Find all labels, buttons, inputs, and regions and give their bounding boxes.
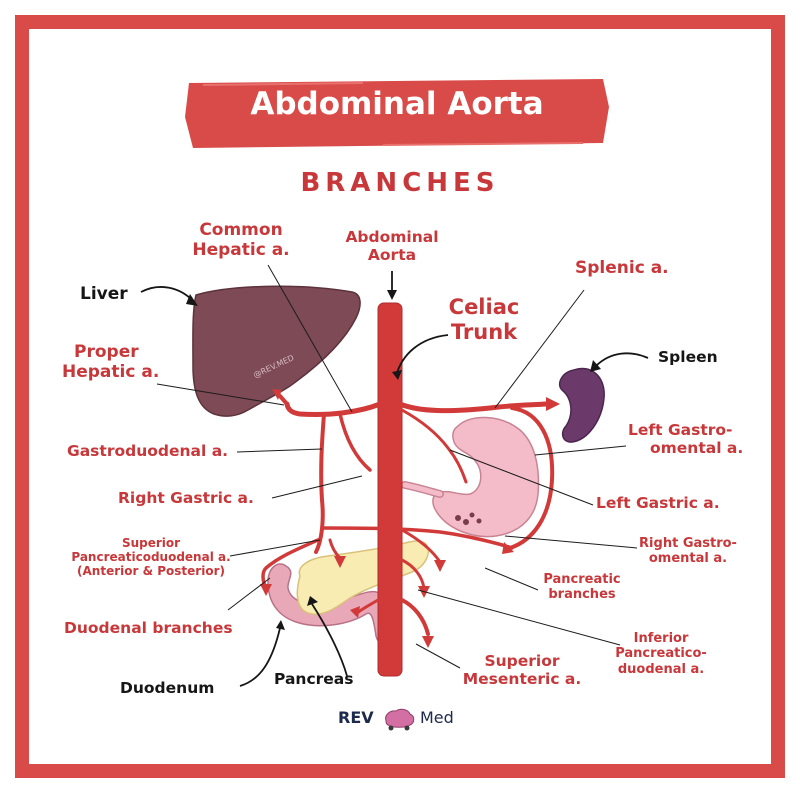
page-title: Abdominal Aorta — [250, 86, 544, 122]
artery-network — [261, 302, 555, 677]
label-left-gastric: Left Gastric a. — [596, 494, 720, 512]
aorta-vessel — [377, 302, 403, 677]
title-banner — [185, 79, 609, 148]
label-duodenum: Duodenum — [120, 679, 215, 697]
stomach-organ — [432, 416, 540, 538]
logo-brain-icon — [385, 708, 415, 731]
label-spleen: Spleen — [658, 348, 718, 366]
label-splenic: Splenic a. — [575, 258, 669, 278]
label-pancreas: Pancreas — [274, 670, 354, 688]
label-gastroduodenal: Gastroduodenal a. — [67, 442, 229, 460]
label-right-gastric: Right Gastric a. — [118, 489, 254, 507]
label-liver: Liver — [80, 284, 128, 304]
spleen-organ — [558, 367, 605, 443]
logo-rev-text: REV — [338, 708, 374, 727]
artery-arrowheads — [260, 389, 560, 648]
liver-organ — [192, 285, 361, 417]
label-superior-pancreaticoduodenal: Superior Pancreaticoduodenal a. (Anterio… — [71, 536, 231, 579]
outer-frame — [15, 15, 785, 778]
label-left-gastroomental: Left Gastro-omental a. — [628, 421, 744, 458]
logo-med-text: Med — [420, 708, 454, 727]
page-subtitle: BRANCHES — [300, 168, 500, 198]
revmed-logo: REV Med — [330, 706, 470, 732]
pointer-arrowheads — [186, 290, 601, 630]
label-inferior-pancreaticoduodenal: Inferior Pancreatico- duodenal a. — [615, 631, 707, 677]
label-duodenal-branches: Duodenal branches — [64, 619, 233, 637]
label-right-gastroomental: Right Gastro-omental a. — [639, 536, 737, 567]
leader-lines — [156, 264, 638, 669]
